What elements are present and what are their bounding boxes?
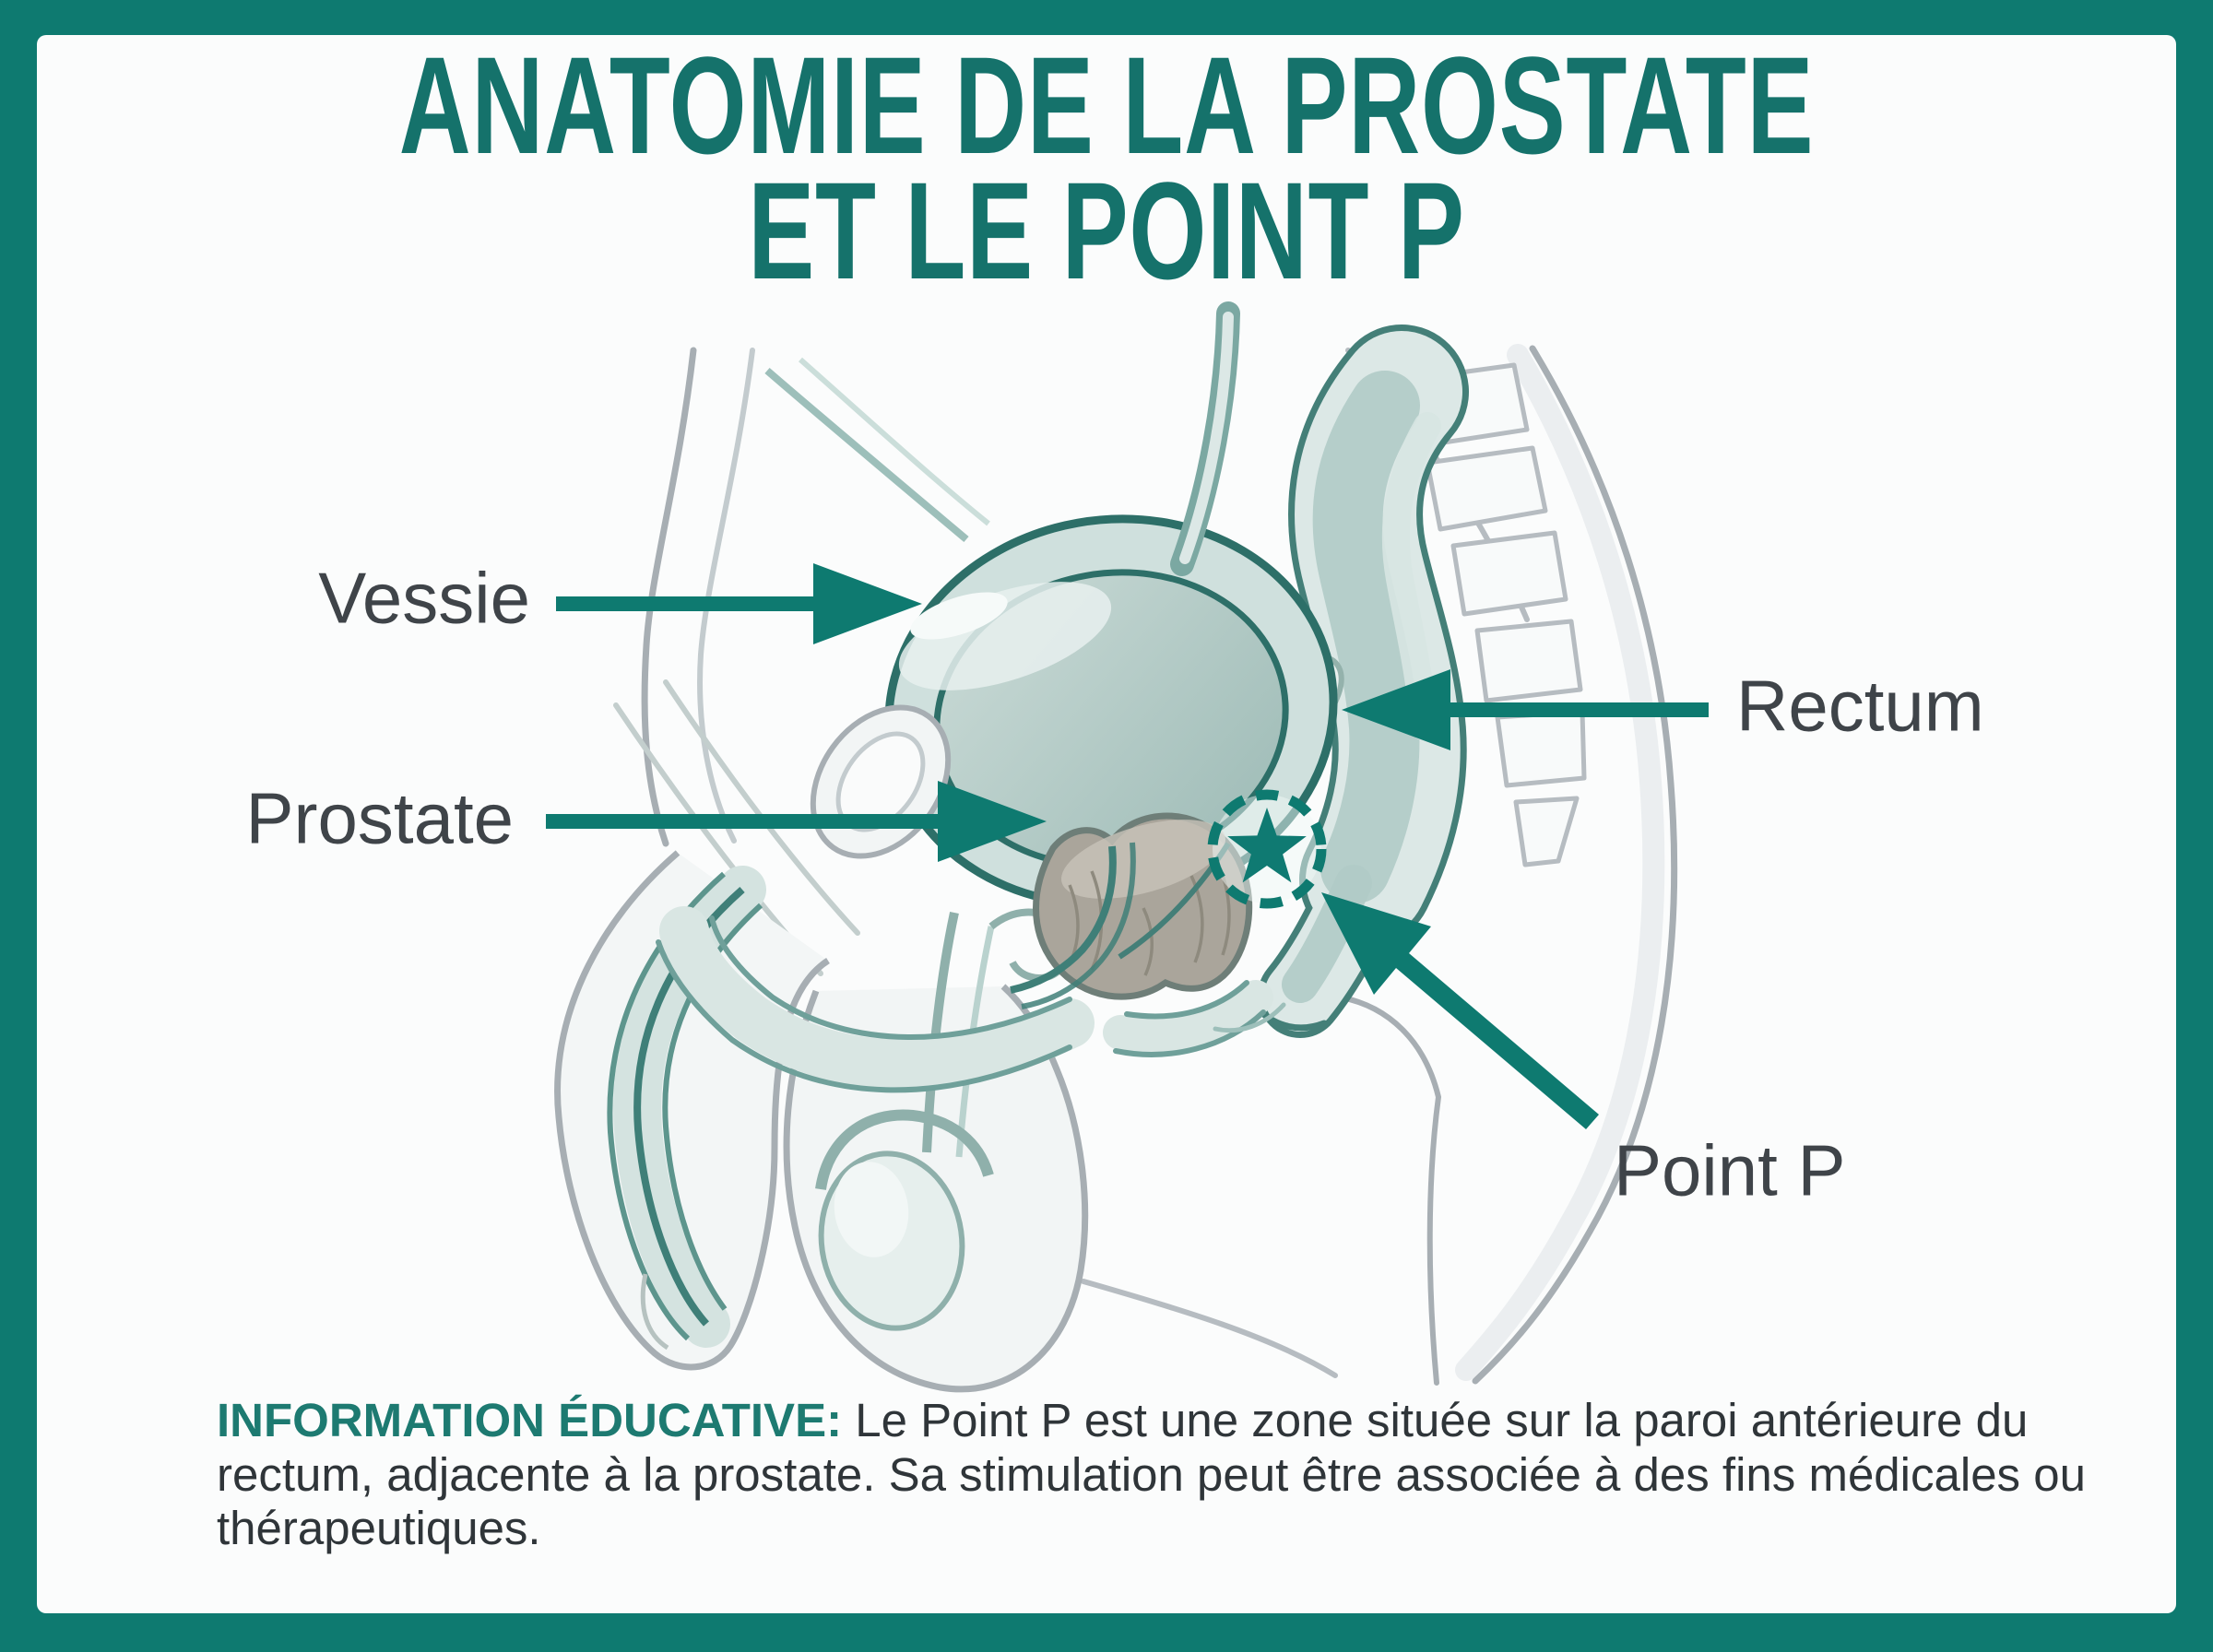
label-prostate: Prostate bbox=[245, 777, 514, 859]
title-line-2: ET LE POINT P bbox=[748, 153, 1465, 308]
educational-note-text: Le Point P est une zone située sur la pa… bbox=[217, 1394, 2086, 1555]
label-vessie: Vessie bbox=[318, 557, 530, 639]
label-point-p: Point P bbox=[1614, 1129, 1846, 1211]
title-line-1: ANATOMIE DE LA PROSTATE bbox=[398, 28, 1815, 183]
educational-note-lead: INFORMATION ÉDUCATIVE: bbox=[217, 1394, 843, 1446]
educational-note: INFORMATION ÉDUCATIVE: Le Point P est un… bbox=[217, 1394, 2098, 1556]
label-rectum: Rectum bbox=[1736, 665, 1984, 747]
page-title: ANATOMIE DE LA PROSTATE ET LE POINT P bbox=[310, 28, 1903, 308]
